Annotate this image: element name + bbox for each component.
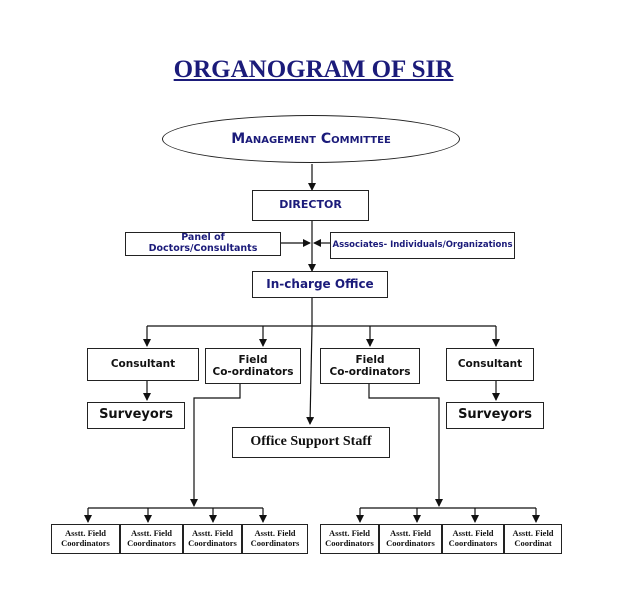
asst-left-4: Asstt. Field Coordinators <box>242 524 308 554</box>
incharge-node: In-charge Office <box>252 271 388 298</box>
asst-left-4-line1: Asstt. Field <box>254 528 296 539</box>
asst-right-4-line1: Asstt. Field <box>512 528 554 539</box>
asst-left-4-line2: Coordinators <box>250 538 300 548</box>
asst-right-3-line2: Coordinators <box>448 538 498 548</box>
consultant-left-label: Consultant <box>110 358 176 371</box>
asst-right-2-line2: Coordinators <box>386 538 435 548</box>
panel-node: Panel of Doctors/Consultants <box>125 232 281 256</box>
panel-label: Panel of Doctors/Consultants <box>148 232 258 254</box>
asst-left-3-line1: Asstt. Field <box>191 528 234 539</box>
surveyors-right-label: Surveyors <box>458 407 532 423</box>
asst-left-1-line2: Coordinators <box>61 538 110 548</box>
field-right-line2: Co-ordinators <box>329 366 411 378</box>
management-committee-label: Management Committee <box>231 131 391 147</box>
asst-right-1: Asstt. Field Coordinators <box>320 524 379 554</box>
associates-node: Associates- Individuals/Organizations <box>330 232 515 259</box>
connector-field-right-asst <box>368 384 443 507</box>
asst-left-3-line2: Coordinators <box>188 538 237 548</box>
consultant-right-node: Consultant <box>446 348 534 381</box>
asst-right-4: Asstt. Field Coordinat <box>504 524 562 554</box>
asst-right-4-line2: Coordinat <box>514 538 552 548</box>
asst-left-2-line1: Asstt. Field <box>130 528 173 539</box>
director-node: Director <box>252 190 369 221</box>
asst-left-1-line1: Asstt. Field <box>64 528 107 539</box>
asst-left-2: Asstt. Field Coordinators <box>120 524 183 554</box>
field-right-line1: Field <box>355 353 385 366</box>
asst-right-3: Asstt. Field Coordinators <box>442 524 504 554</box>
page-title: ORGANOGRAM OF SIR <box>173 56 454 83</box>
asst-right-1-line2: Coordinators <box>325 538 374 548</box>
office-support-node: Office Support Staff <box>232 427 390 458</box>
surveyors-right-node: Surveyors <box>446 402 544 429</box>
asst-left-1: Asstt. Field Coordinators <box>51 524 120 554</box>
surveyors-left-node: Surveyors <box>87 402 185 429</box>
consultant-left-node: Consultant <box>87 348 199 381</box>
office-support-label: Office Support Staff <box>250 434 372 450</box>
asst-right-2-line1: Asstt. Field <box>389 528 432 539</box>
connector-field-left-asst <box>190 384 241 507</box>
incharge-label: In-charge Office <box>266 276 374 291</box>
management-committee-node: Management Committee <box>162 115 460 163</box>
surveyors-left-label: Surveyors <box>99 407 173 423</box>
asst-left-3: Asstt. Field Coordinators <box>183 524 242 554</box>
asst-right-1-line1: Asstt. Field <box>328 528 371 539</box>
asst-left-2-line2: Coordinators <box>127 538 176 548</box>
director-label: Director <box>279 198 342 212</box>
asst-right-2: Asstt. Field Coordinators <box>379 524 442 554</box>
field-left-node: Field Co-ordinators <box>205 348 301 384</box>
asst-right-3-line1: Asstt. Field <box>452 528 494 539</box>
associates-label: Associates- Individuals/Organizations <box>332 239 513 250</box>
field-left-line2: Co-ordinators <box>212 366 294 378</box>
connector-office-support <box>306 325 315 425</box>
field-left-line1: Field <box>238 353 268 366</box>
consultant-right-label: Consultant <box>457 358 523 371</box>
field-right-node: Field Co-ordinators <box>320 348 420 384</box>
